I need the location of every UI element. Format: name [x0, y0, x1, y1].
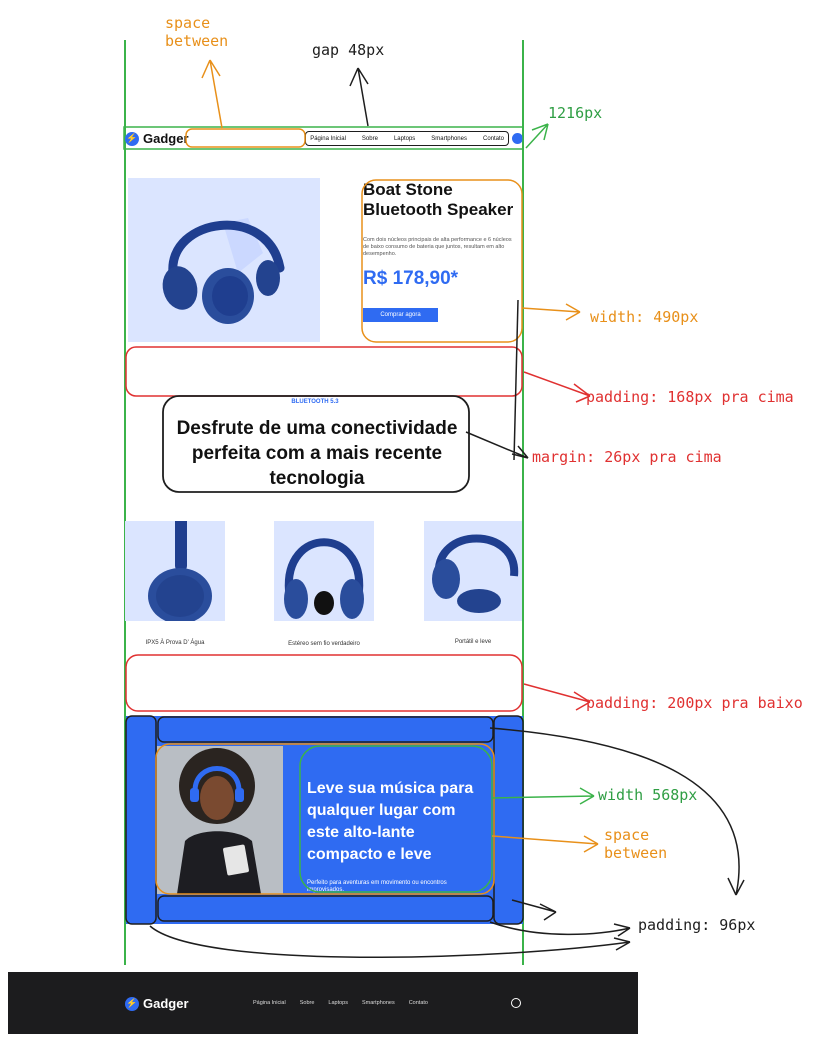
headphones-side-image — [148, 521, 212, 621]
footer-nav-item-about[interactable]: Sobre — [299, 1000, 315, 1006]
footer-logo[interactable]: ⚡ Gadger — [125, 996, 189, 1011]
headphones-folded-image — [432, 534, 519, 613]
logo-text: Gadger — [143, 131, 189, 146]
main-nav: Página Inicial Sobre Laptops Smartphones… — [305, 131, 509, 146]
feature-card-label-2: Estéreo sem fio verdadeiro — [288, 641, 360, 647]
promo-title: Leve sua música para qualquer lugar com … — [307, 780, 474, 863]
site-header: ⚡ Gadger Página Inicial Sobre Laptops Sm… — [125, 130, 523, 147]
annotation-margin-top: margin: 26px pra cima — [532, 448, 722, 466]
frame-left-line — [124, 40, 126, 965]
site-footer: ⚡ Gadger Página Inicial Sobre Laptops Sm… — [8, 972, 638, 1034]
nav-item-laptops[interactable]: Laptops — [393, 135, 416, 142]
bolt-icon: ⚡ — [125, 131, 139, 146]
frame-right-line — [522, 40, 524, 965]
promo-subtitle: Perfeito para aventuras em movimento ou … — [307, 880, 447, 893]
nav-group: Página Inicial Sobre Laptops Smartphones… — [305, 131, 523, 146]
headphones-image — [162, 218, 285, 324]
nav-item-about[interactable]: Sobre — [361, 135, 378, 142]
nav-item-smartphones[interactable]: Smartphones — [431, 135, 467, 142]
footer-nav-item-home[interactable]: Página Inicial — [253, 1000, 286, 1006]
footer-nav-item-laptops[interactable]: Laptops — [328, 1000, 348, 1006]
feature-card-image-3 — [424, 521, 522, 621]
annotation-space-between-top: space between — [165, 14, 229, 50]
feature-card-label-1: IPX5 À Prova D' Água — [145, 640, 205, 646]
bolt-icon: ⚡ — [125, 996, 139, 1011]
annotation-space-between-promo: space between — [604, 826, 668, 862]
woman-with-headphones-image — [157, 746, 283, 894]
feature-eyebrow: BLUETOOTH 5.3 — [291, 399, 339, 405]
hero-price: R$ 178,90* — [363, 268, 459, 289]
annotation-width-hero: width: 490px — [590, 308, 699, 326]
headphones-front-image — [284, 538, 364, 619]
feature-card-image-1 — [125, 521, 225, 621]
logo[interactable]: ⚡ Gadger — [125, 131, 189, 146]
footer-nav: Página Inicial Sobre Laptops Smartphones… — [253, 1000, 428, 1006]
feature-card-label-3: Portátil e leve — [454, 639, 492, 645]
hero-product-image — [128, 178, 320, 342]
annotation-gap: gap 48px — [312, 41, 385, 59]
footer-nav-item-contact[interactable]: Contato — [408, 1000, 428, 1006]
feature-title: Desfrute de uma conectividade perfeita c… — [176, 418, 458, 489]
buy-now-button[interactable]: Comprar agora — [363, 308, 438, 322]
annotation-padding-top: padding: 168px pra cima — [586, 388, 794, 406]
footer-logo-text: Gadger — [143, 996, 189, 1011]
whatsapp-icon[interactable] — [511, 998, 521, 1008]
footer-nav-item-smartphones[interactable]: Smartphones — [361, 1000, 395, 1006]
annotation-width-promo: width 568px — [598, 786, 698, 804]
feature-card-image-2 — [274, 521, 374, 621]
annotation-padding-promo: padding: 96px — [638, 916, 756, 934]
annotation-padding-bottom: padding: 200px pra baixo — [586, 694, 803, 712]
cart-icon[interactable] — [512, 133, 523, 144]
nav-item-contact[interactable]: Contato — [482, 135, 504, 142]
promo-photo — [157, 746, 283, 894]
hero-title: Boat Stone Bluetooth Speaker — [363, 180, 514, 219]
nav-item-home[interactable]: Página Inicial — [310, 135, 346, 142]
annotation-width-total: 1216px — [548, 104, 603, 122]
hero-description: Com dois núcleos principais de alta perf… — [363, 237, 512, 257]
